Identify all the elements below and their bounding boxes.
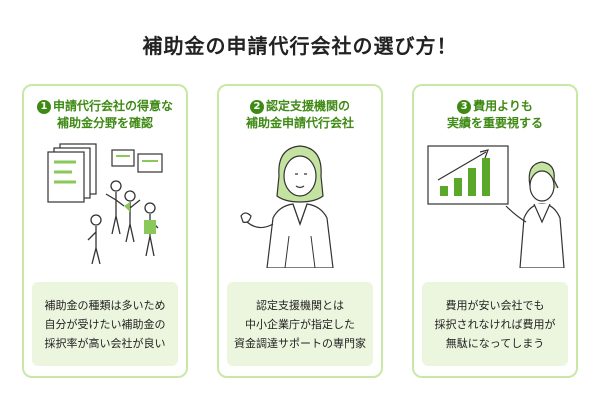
tip-card-1-heading-line1: 申請代行会社の得意な xyxy=(52,99,173,113)
tip-card-1-heading-line2: 補助金分野を確認 xyxy=(56,116,153,130)
tip-card-1-description: 補助金の種類は多いため 自分が受けたい補助金の 採択率が高い会社が良い xyxy=(32,282,178,366)
presenter-growth-chart-illustration xyxy=(427,145,565,268)
tip-card-3-body-line2: 採択されなければ費用が xyxy=(434,317,556,331)
tip-card-2-body-line2: 中小企業庁が指定した xyxy=(245,317,355,331)
consultant-woman-illustration xyxy=(240,145,334,268)
tip-card-2-body-line3: 資金調達サポートの専門家 xyxy=(234,336,366,350)
tip-card-1-body-line1: 補助金の種類は多いため xyxy=(44,298,166,312)
tip-card-2-heading-line2: 補助金申請代行会社 xyxy=(245,116,354,130)
number-badge-2: 2 xyxy=(249,100,264,114)
tip-card-1-body-line2: 自分が受けたい補助金の xyxy=(44,317,166,331)
tip-card-3-body-line3: 無駄になってしまう xyxy=(445,336,545,350)
tip-card-3-body-line1: 費用が安い会社でも xyxy=(445,298,545,312)
page-title: 補助金の申請代行会社の選び方！ xyxy=(142,34,458,58)
tip-card-2-description: 認定支援機関とは 中小企業庁が指定した 資金調達サポートの専門家 xyxy=(227,282,373,366)
tip-card-2-heading-line1: 認定支援機関の xyxy=(265,99,350,113)
tip-card-1-body-line3: 採択率が高い会社が良い xyxy=(44,336,166,350)
tip-card-2-body-line1: 認定支援機関とは xyxy=(256,298,344,312)
documents-team-illustration xyxy=(47,143,163,265)
tip-card-3-description: 費用が安い会社でも 採択されなければ費用が 無駄になってしまう xyxy=(422,282,568,366)
tip-card-3-heading-line1: 費用よりも xyxy=(473,99,533,113)
number-badge-3: 3 xyxy=(457,100,472,114)
tip-card-3-heading-line2: 実績を重要視する xyxy=(446,116,543,130)
number-badge-1: 1 xyxy=(36,100,51,114)
